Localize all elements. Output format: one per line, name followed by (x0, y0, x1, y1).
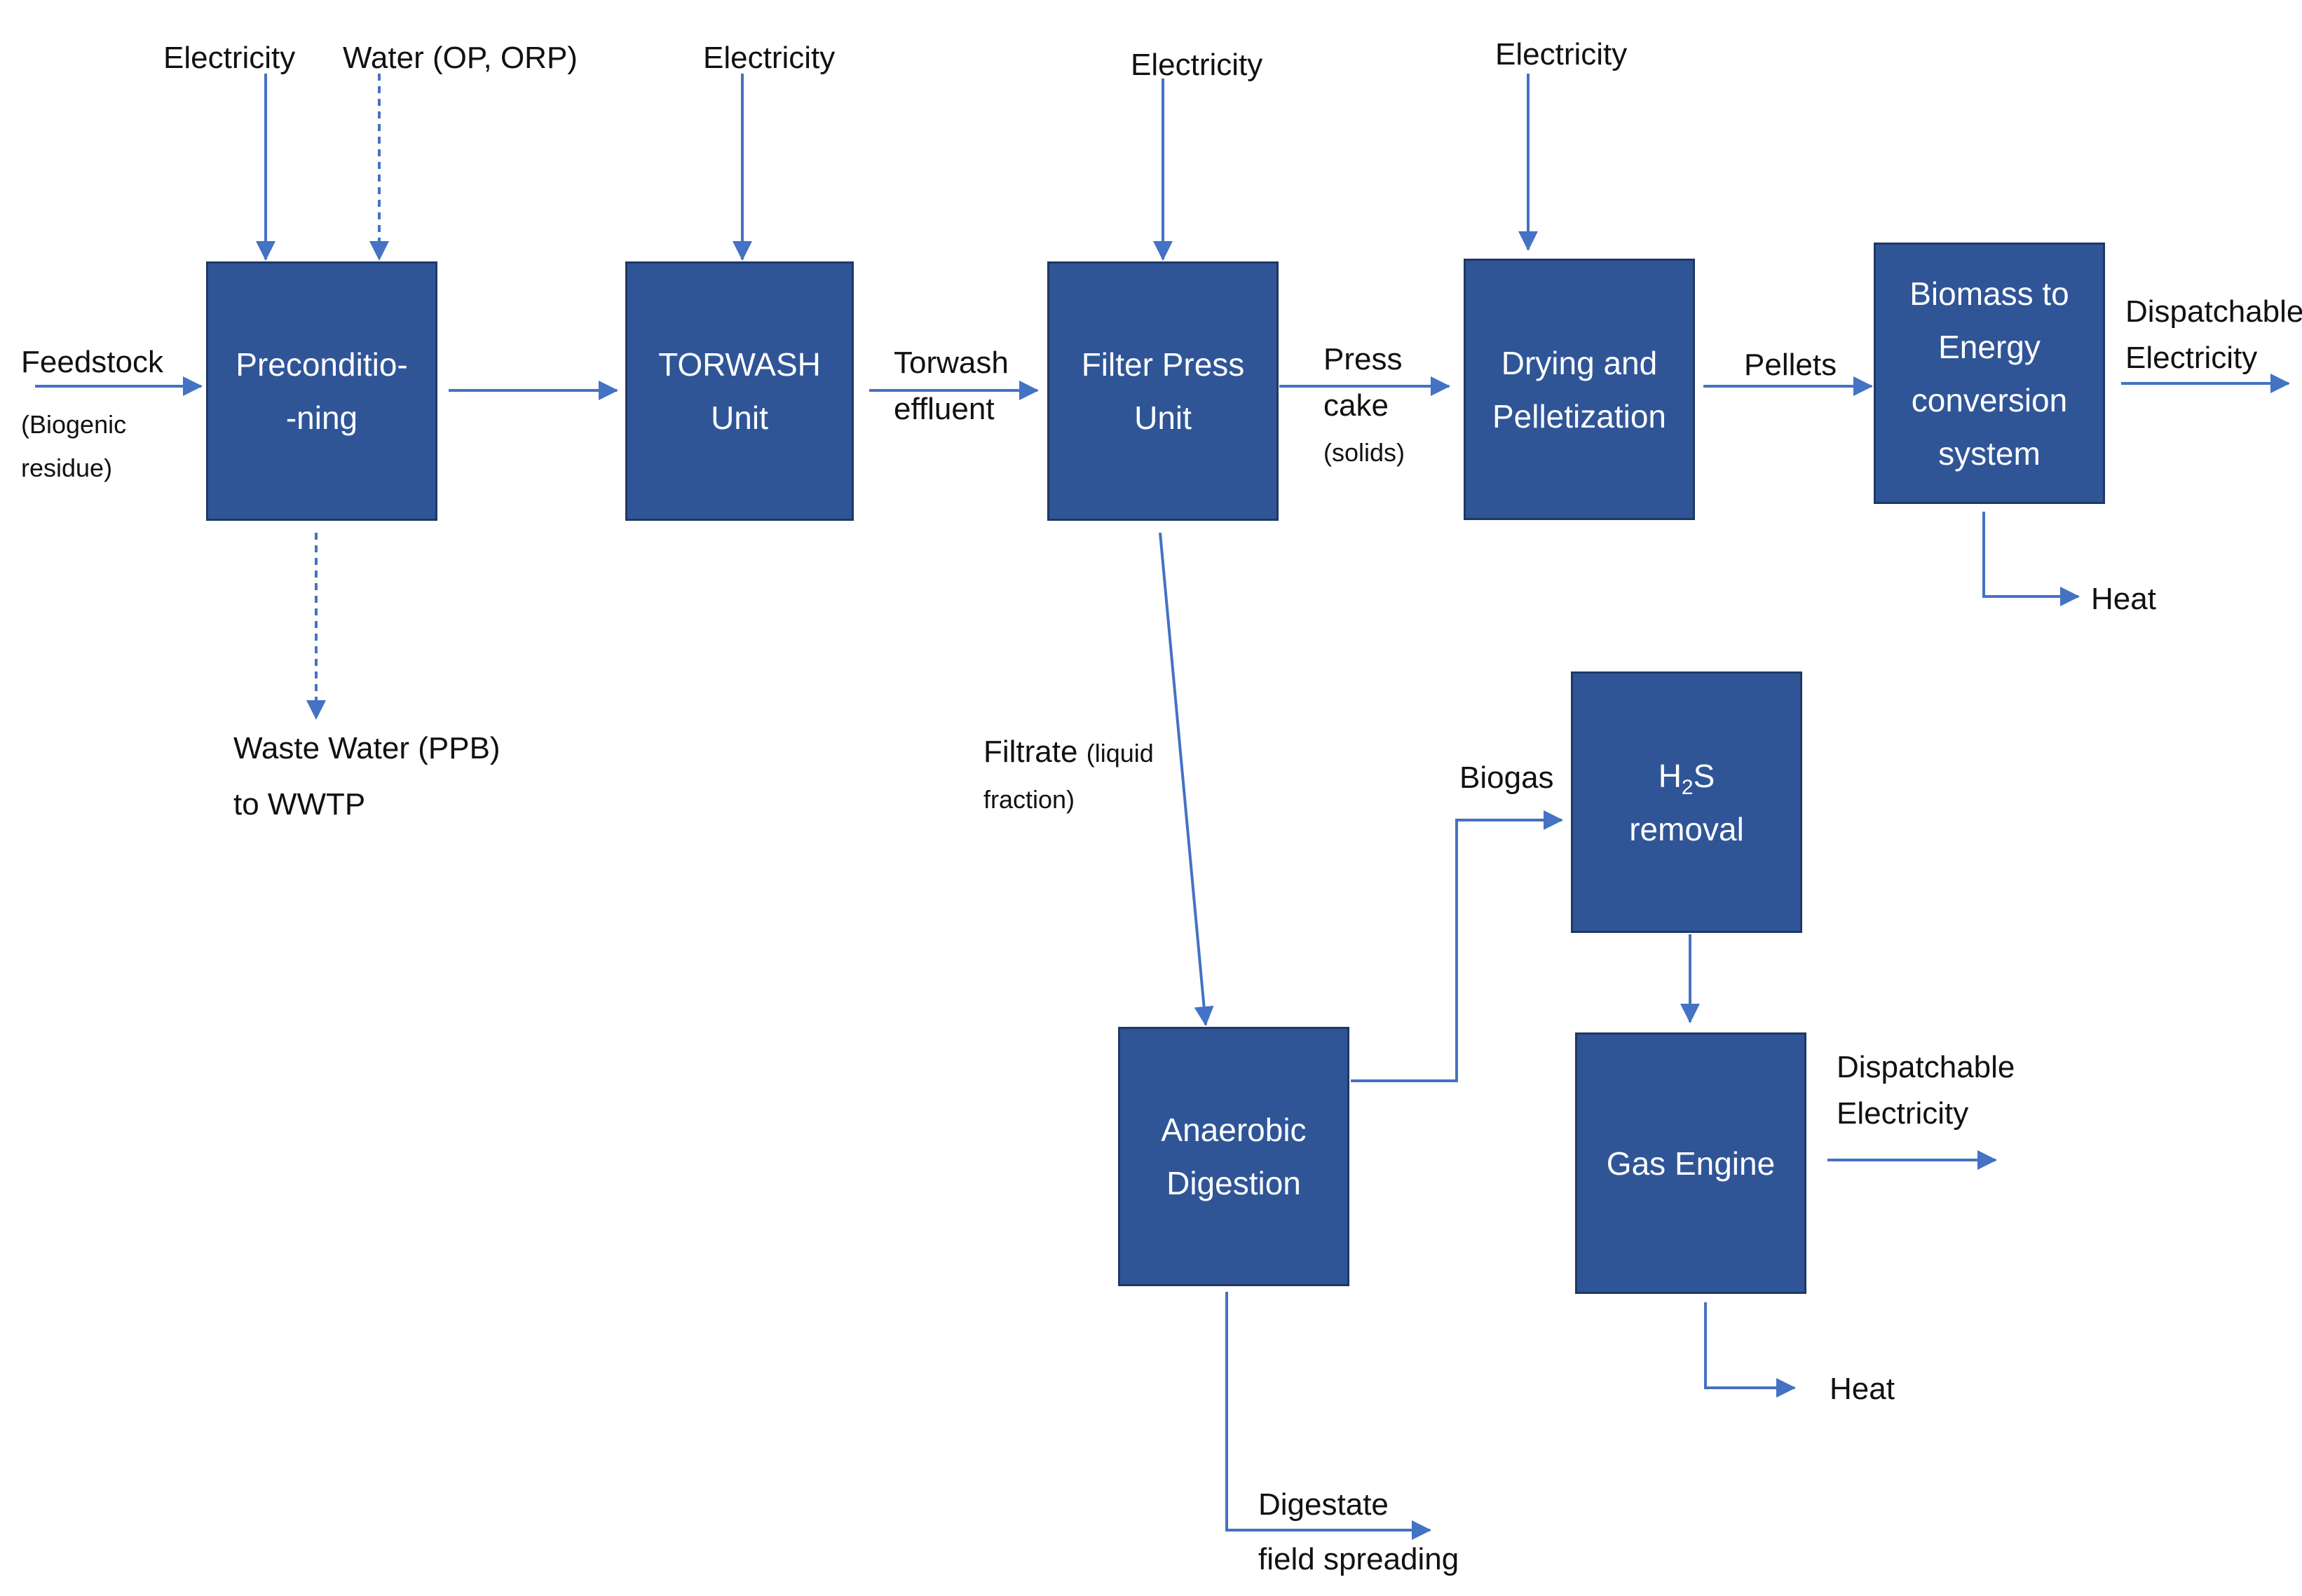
filtrate-line-1: Filtrate (liquid (983, 729, 1154, 777)
dispatchable-top-line-1: Dispatchable (2125, 294, 2302, 329)
electricity-label-2: Electricity (703, 41, 836, 75)
filtrate-note-1: (liquid (1086, 739, 1154, 768)
filter-press-line-2: Unit (1134, 400, 1192, 436)
filter-press-unit-box: Filter Press Unit (1047, 261, 1279, 521)
gas-engine-box: Gas Engine (1575, 1032, 1806, 1294)
filtrate-main: Filtrate (983, 735, 1078, 769)
press-cake-note: (solids) (1323, 438, 1405, 467)
feedstock-note-line-1: (Biogenic (21, 410, 127, 439)
press-cake-line-1: Press (1323, 342, 1403, 376)
filtrate-arrow (1159, 532, 1214, 1026)
torwash-effluent-label: Torwash effluent (894, 340, 1009, 432)
filter-press-line-1: Filter Press (1081, 346, 1245, 383)
electricity-label-3: Electricity (1131, 48, 1263, 82)
feedstock-label: Feedstock (21, 345, 163, 379)
digestate-label: Digestate field spreading (1258, 1478, 1459, 1587)
dispatchable-bottom-line-2: Electricity (1837, 1096, 1969, 1131)
feedstock-note: (Biogenic residue) (21, 403, 126, 490)
heat-label-top: Heat (2091, 582, 2156, 616)
biomass-line-4: system (1938, 435, 2041, 472)
electricity-label-4: Electricity (1495, 37, 1628, 71)
feedstock-note-line-2: residue) (21, 453, 113, 482)
anaerobic-line-1: Anaerobic (1161, 1112, 1307, 1148)
filtrate-label: Filtrate (liquid fraction) (983, 729, 1154, 823)
waste-water-label: Waste Water (PPB) to WWTP (233, 721, 500, 833)
digestate-line-1: Digestate (1258, 1487, 1389, 1522)
biomass-line-1: Biomass to (1909, 275, 2069, 312)
drying-pelletization-box: Drying and Pelletization (1464, 259, 1695, 520)
biogas-label: Biogas (1459, 761, 1554, 795)
digestate-arrow (1225, 1292, 1431, 1540)
digestate-line-2: field spreading (1258, 1542, 1459, 1576)
preconditioning-line-2: -ning (285, 400, 358, 436)
biomass-line-2: Energy (1938, 328, 2041, 365)
dispatchable-electricity-label-top: Dispatchable Electricity (2125, 289, 2302, 381)
biomass-line-3: conversion (1911, 381, 2068, 418)
gas-engine-line-1: Gas Engine (1606, 1145, 1776, 1182)
torwash-effluent-line-1: Torwash (894, 346, 1009, 380)
h2s-subscript: 2 (1681, 775, 1694, 799)
h2s-line-2: removal (1629, 810, 1744, 847)
filtrate-note-2: fraction) (983, 785, 1075, 814)
h2s-removal-box: H2S removal (1571, 671, 1802, 933)
waste-water-line-2: to WWTP (233, 787, 366, 821)
dispatchable-bottom-line-1: Dispatchable (1837, 1050, 2015, 1084)
biomass-energy-conversion-box: Biomass to Energy conversion system (1874, 243, 2105, 504)
torwash-effluent-line-2: effluent (894, 392, 995, 426)
press-cake-label: Press cake (1323, 336, 1402, 429)
torwash-line-2: Unit (711, 400, 768, 436)
electricity-label-1: Electricity (163, 41, 296, 75)
waste-water-line-1: Waste Water (PPB) (233, 731, 500, 765)
h2s-line-1: H2S (1659, 749, 1715, 803)
gas-engine-heat-arrow (1704, 1302, 1796, 1398)
h2s-s: S (1693, 757, 1715, 794)
pellets-label: Pellets (1744, 348, 1837, 382)
anaerobic-line-2: Digestion (1166, 1165, 1301, 1201)
biogas-arrow (1351, 810, 1563, 1082)
torwash-line-1: TORWASH (658, 346, 821, 383)
drying-line-2: Pelletization (1492, 397, 1667, 435)
press-cake-line-2: cake (1323, 388, 1389, 423)
heat-label-bottom: Heat (1830, 1372, 1895, 1406)
preconditioning-box: Preconditio- -ning (206, 261, 437, 521)
dispatchable-electricity-label-bottom: Dispatchable Electricity (1837, 1044, 2015, 1137)
torwash-unit-box: TORWASH Unit (625, 261, 854, 521)
biomass-heat-arrow (1982, 512, 2080, 606)
preconditioning-line-1: Preconditio- (236, 346, 408, 383)
dispatchable-top-line-2: Electricity (2125, 341, 2258, 375)
h2s-h: H (1658, 757, 1682, 794)
drying-line-1: Drying and (1501, 344, 1658, 381)
anaerobic-digestion-box: Anaerobic Digestion (1118, 1027, 1349, 1286)
water-label: Water (OP, ORP) (343, 41, 578, 75)
